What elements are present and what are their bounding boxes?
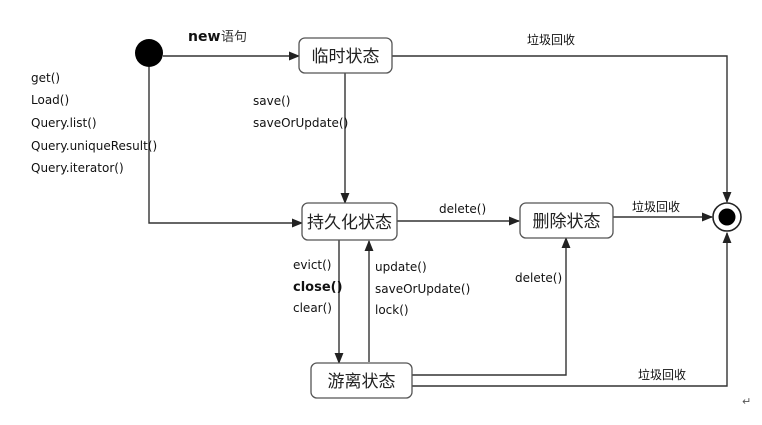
state-removed: 删除状态 [519,202,614,239]
paragraph-mark: ↵ [742,395,751,408]
gc-detached-label: 垃圾回收 [638,367,686,382]
save-or-update-detached-label: saveOrUpdate() [375,282,470,296]
save-or-update-label: saveOrUpdate() [253,116,348,130]
query-method-list: Query.list() [31,116,97,130]
gc-transient-label: 垃圾回收 [527,32,575,47]
update-label: update() [375,260,427,274]
edge-detached-gc [412,231,732,387]
state-persistent-label: 持久化状态 [307,213,392,233]
query-method-iterator: Query.iterator() [31,161,124,175]
state-detached-label: 游离状态 [328,372,396,392]
clear-label: clear() [293,301,332,315]
delete-persistent-label: delete() [439,202,486,216]
save-label: save() [253,94,290,108]
gc-removed-label: 垃圾回收 [632,199,680,214]
final-state-node [712,202,742,232]
new-keyword-label: new [188,29,220,45]
initial-state-node [135,39,163,67]
state-persistent: 持久化状态 [301,202,398,241]
close-label: close() [293,280,343,295]
edge-detached-to-removed [412,236,571,376]
edge-start-to-persistent [148,67,304,228]
lock-label: lock() [375,303,409,317]
new-suffix-label: 语句 [221,30,247,45]
state-removed-label: 删除状态 [533,212,601,232]
state-transient-label: 临时状态 [312,47,380,67]
state-detached: 游离状态 [310,362,413,399]
evict-label: evict() [293,258,331,272]
query-method-get: get() [31,71,60,85]
state-transient: 临时状态 [298,37,393,74]
query-method-unique-result: Query.uniqueResult() [31,139,157,153]
edge-transient-gc [392,55,732,204]
delete-detached-label: delete() [515,271,562,285]
query-method-load: Load() [31,93,69,107]
